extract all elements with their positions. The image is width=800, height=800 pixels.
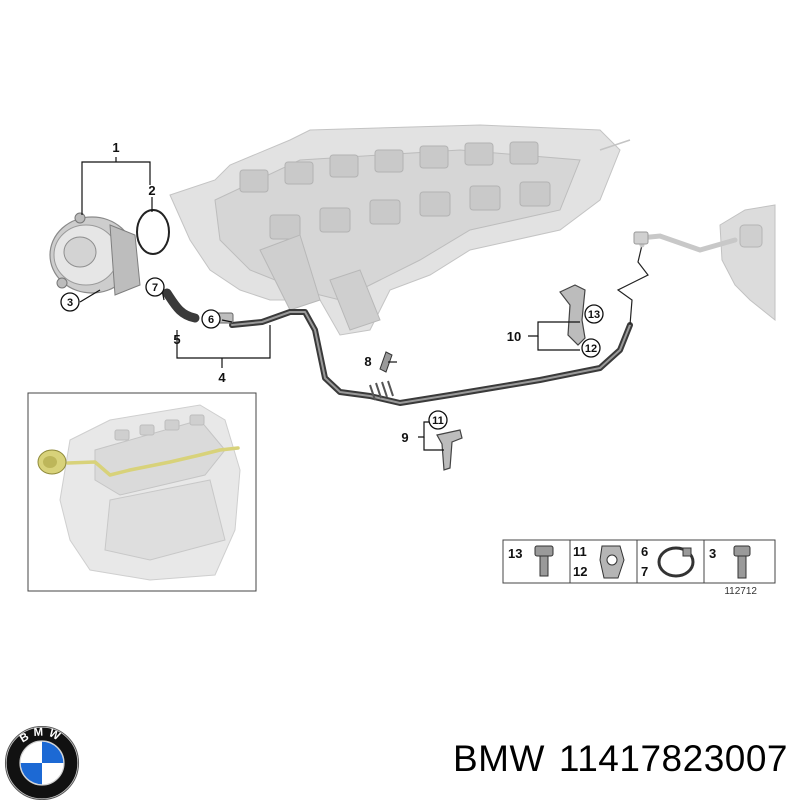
bracket-9-illustration xyxy=(436,429,463,471)
engine-overview-inset xyxy=(27,392,257,592)
circle-callout-3: 3 xyxy=(60,292,80,312)
circle-callout-label-13: 13 xyxy=(588,309,600,321)
cylinder-head-illustration xyxy=(169,124,631,336)
legend-cell-11-12: 11 12 xyxy=(573,544,625,579)
circle-callout-label-7: 7 xyxy=(152,282,158,294)
legend-label-3: 3 xyxy=(709,546,716,561)
part-number: 11417823007 xyxy=(558,738,788,779)
circle-callout-13: 13 xyxy=(584,304,604,324)
hose-short-illustration xyxy=(162,288,200,323)
bolt-8-illustration xyxy=(379,351,393,373)
legend-cell-3: 3 xyxy=(709,545,751,579)
brand-caption: BMW 11417823007 xyxy=(453,738,788,780)
circle-callout-label-11: 11 xyxy=(432,415,444,427)
hardware-legend: 13 11 12 6 7 3 112712 xyxy=(502,539,776,597)
circle-callout-label-12: 12 xyxy=(585,343,597,355)
callout-label-10: 10 xyxy=(507,329,521,344)
brand-footer: BMW xyxy=(0,700,800,800)
legend-label-11: 11 xyxy=(573,544,587,559)
circle-callout-12: 12 xyxy=(581,338,601,358)
callout-label-9: 9 xyxy=(401,430,408,445)
vacuum-pump-illustration xyxy=(49,212,141,296)
legend-label-7: 7 xyxy=(641,564,648,579)
legend-cell-13: 13 xyxy=(508,545,554,577)
circle-callout-11: 11 xyxy=(428,410,448,430)
leader-lines xyxy=(79,157,580,451)
circle-callout-7: 7 xyxy=(145,277,165,297)
legend-cell-6-7: 6 7 xyxy=(641,544,695,579)
legend-label-13: 13 xyxy=(508,546,522,561)
legend-label-12: 12 xyxy=(573,564,587,579)
circle-callout-label-6: 6 xyxy=(208,314,214,326)
callout-label-2: 2 xyxy=(148,183,155,198)
o-ring-illustration xyxy=(136,209,170,255)
circle-callout-6: 6 xyxy=(201,309,221,329)
bracket-10-illustration xyxy=(559,284,586,346)
circle-callout-label-3: 3 xyxy=(67,297,73,309)
drawing-number: 112712 xyxy=(724,586,757,597)
bmw-logo: BMW xyxy=(4,725,80,800)
callout-label-8: 8 xyxy=(364,354,371,369)
callout-label-1: 1 xyxy=(112,140,119,155)
callout-label-5: 5 xyxy=(173,332,180,347)
legend-label-6: 6 xyxy=(641,544,648,559)
right-engine-component-illustration xyxy=(719,204,776,322)
callout-label-4: 4 xyxy=(218,370,226,385)
brand-make: BMW xyxy=(452,738,545,779)
